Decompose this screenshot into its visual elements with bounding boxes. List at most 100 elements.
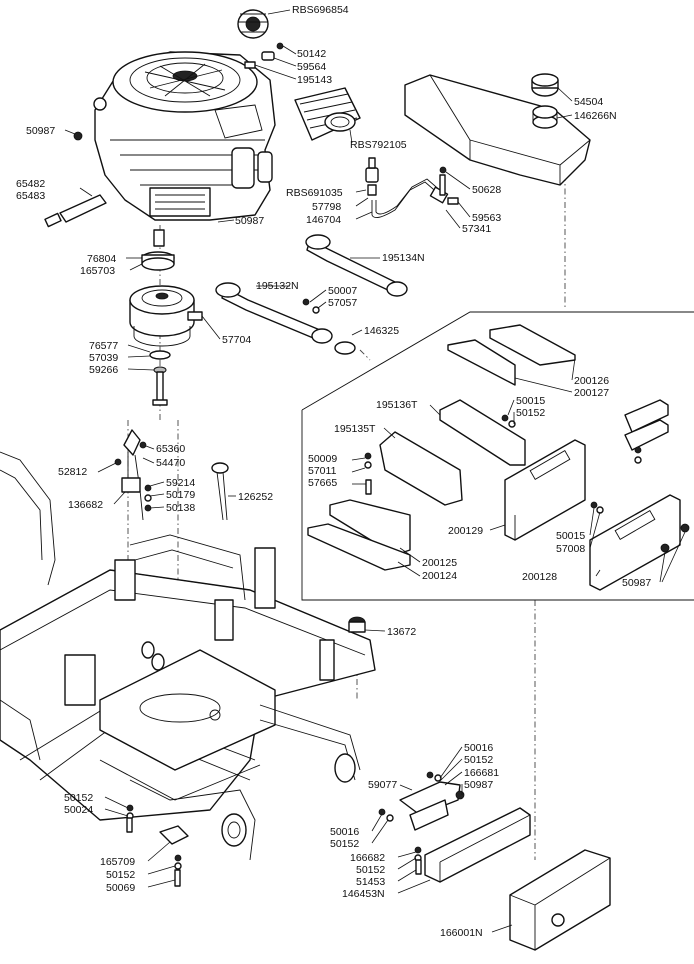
part-label: 50179	[166, 489, 195, 501]
right-bracket-assembly	[624, 399, 669, 464]
plate-200129	[504, 439, 586, 541]
part-label: 50987	[622, 577, 651, 589]
part-label: 59564	[297, 61, 326, 73]
deflector-200125	[329, 499, 411, 556]
part-label: 50015	[516, 395, 545, 407]
part-label: 50152	[64, 792, 93, 804]
part-label: 50009	[308, 453, 337, 465]
part-label: 50016	[464, 742, 493, 754]
part-label: 126252	[238, 491, 273, 503]
part-label: 57704	[222, 334, 251, 346]
part-label: 59077	[368, 779, 397, 791]
bumper-13672	[348, 616, 366, 633]
filter-hardware	[244, 42, 284, 69]
bracket-195136T	[439, 399, 526, 466]
part-label: 52812	[58, 466, 87, 478]
pulley	[141, 229, 175, 271]
part-label: 166001N	[440, 927, 483, 939]
rear-support-146453N	[424, 807, 531, 883]
part-label: 50069	[106, 882, 135, 894]
lower-left-hardware	[126, 804, 189, 887]
part-label: 54470	[156, 457, 185, 469]
part-label: 50628	[472, 184, 501, 196]
part-label: 65483	[16, 190, 45, 202]
part-label: 50987	[464, 779, 493, 791]
control-levers	[114, 429, 152, 521]
part-label: 200127	[574, 387, 609, 399]
fuel-tank	[404, 73, 591, 186]
part-label: 76804	[87, 253, 116, 265]
bracket-195135T	[379, 431, 463, 506]
part-label: 166681	[464, 767, 499, 779]
part-label: 50142	[297, 48, 326, 60]
part-label: 57341	[462, 223, 491, 235]
part-label: 195135T	[334, 423, 376, 435]
part-label: 57665	[308, 477, 337, 489]
part-label: 59563	[472, 212, 501, 224]
part-label: 50138	[166, 502, 195, 514]
part-label: 165709	[100, 856, 135, 868]
part-label: 65482	[16, 178, 45, 190]
detail-box-outline	[301, 311, 694, 601]
part-label: 50152	[516, 407, 545, 419]
part-label: 195132N	[256, 280, 299, 292]
part-label: 57011	[308, 465, 337, 477]
part-label: 146325	[364, 325, 399, 337]
part-label: 195134N	[382, 252, 425, 264]
part-label: 57039	[89, 352, 118, 364]
part-label: 136682	[68, 499, 103, 511]
part-label: 51453	[356, 876, 385, 888]
fuel-filter-line	[365, 157, 459, 219]
exhaust-pipe-right	[305, 234, 408, 297]
part-label: 50152	[356, 864, 385, 876]
part-label: 59266	[89, 364, 118, 376]
part-label: 13672	[387, 626, 416, 638]
part-label: 50016	[330, 826, 359, 838]
air-filter	[294, 87, 361, 141]
deflector-200124	[307, 523, 411, 571]
part-label: 50152	[330, 838, 359, 850]
part-label: 200126	[574, 375, 609, 387]
part-label: 200125	[422, 557, 457, 569]
part-label: 50152	[106, 869, 135, 881]
part-label: 195143	[297, 74, 332, 86]
part-label: 50024	[64, 804, 93, 816]
part-label: 54504	[574, 96, 603, 108]
part-label: 50007	[328, 285, 357, 297]
part-label: RBS792105	[350, 139, 407, 151]
part-label: RBS696854	[292, 4, 349, 16]
brake-lever	[211, 462, 229, 521]
part-label: 50152	[464, 754, 493, 766]
deflector-200127	[447, 339, 516, 386]
oil-filter	[237, 9, 269, 39]
rear-bracket	[378, 771, 465, 875]
part-label: 195136T	[376, 399, 418, 411]
part-label: 59214	[166, 477, 195, 489]
part-label: 76577	[89, 340, 118, 352]
weight-166001N	[509, 849, 611, 951]
part-label: 165703	[80, 265, 115, 277]
part-label: 200124	[422, 570, 457, 582]
mower-frame	[0, 451, 376, 861]
part-label: 57008	[556, 543, 585, 555]
pto-clutch	[129, 285, 203, 347]
engine	[93, 51, 276, 221]
part-label: 200129	[448, 525, 483, 537]
part-label: 50015	[556, 530, 585, 542]
exhaust-pipe-left	[215, 282, 356, 355]
part-label: 50987	[235, 215, 264, 227]
part-label: 200128	[522, 571, 557, 583]
clutch-bolt	[149, 350, 171, 406]
part-label: 57057	[328, 297, 357, 309]
part-label: 57798	[312, 201, 341, 213]
leader-lines	[64, 9, 686, 933]
part-label: 166682	[350, 852, 385, 864]
part-label: 50987	[26, 125, 55, 137]
part-labels: RBS696854 50142 59564 195143 RBS792105 5…	[16, 4, 651, 939]
part-label: RBS691035	[286, 187, 343, 199]
part-label: 146266N	[574, 110, 617, 122]
part-label: 146704	[306, 214, 341, 226]
dipstick-tube	[44, 131, 107, 228]
plate-200128	[589, 494, 681, 591]
